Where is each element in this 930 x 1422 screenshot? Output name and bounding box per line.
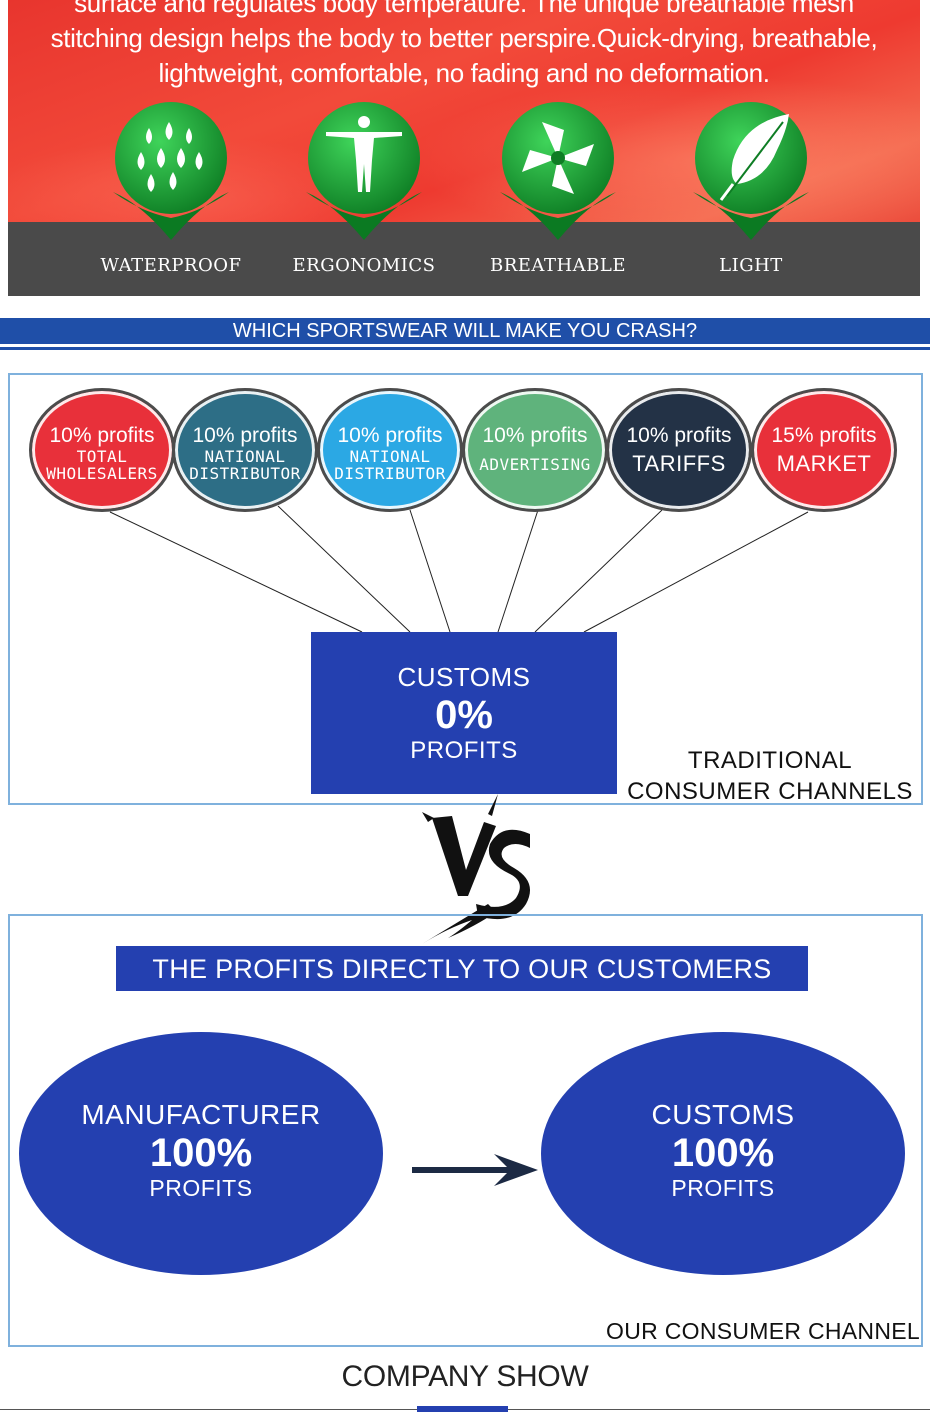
feature-label: WATERPROOF [100, 255, 242, 276]
trad-label-line: TRADITIONAL [687, 747, 853, 774]
feature-waterproof: WATERPROOF [101, 100, 241, 290]
customs-zero-profit-box: CUSTOMS 0% PROFITS [311, 632, 617, 794]
our-channel-label: OUR CONSUMER CHANNEL [606, 1318, 920, 1344]
circle-national-distributor-2: 10% profits NATIONAL DISTRIBUTOR [317, 388, 463, 512]
circle-name: DISTRIBUTOR [189, 464, 301, 483]
circle-tariffs: 10% profits TARIFFS [606, 388, 752, 512]
circle-name: MARKET [776, 451, 872, 476]
banner-line: surface and regulates body temperature. … [74, 0, 854, 18]
circle-profit: 10% profits [626, 424, 732, 447]
circle-name: TOTAL [76, 447, 128, 466]
customs-profits-label: PROFITS [671, 1175, 775, 1201]
banner-description: surface and regulates body temperature. … [8, 0, 920, 91]
feature-light: LIGHT [691, 100, 811, 290]
circle-name: NATIONAL [349, 447, 431, 466]
manufacturer-profits-label: PROFITS [149, 1175, 253, 1201]
customs-percent: 0% [435, 693, 493, 737]
feature-breathable: BREATHABLE [490, 100, 625, 290]
section-title-bar: WHICH SPORTSWEAR WILL MAKE YOU CRASH? [0, 318, 930, 344]
water-drops-icon [113, 102, 229, 240]
feather-icon [693, 102, 809, 240]
banner-line: stitching design helps the body to bette… [50, 23, 878, 53]
feature-strip [8, 222, 920, 296]
circle-name: TARIFFS [632, 451, 726, 476]
customs-label: CUSTOMS [397, 662, 531, 692]
customs-profits-label: PROFITS [410, 737, 518, 764]
customs-ellipse: CUSTOMS 100% PROFITS [541, 1032, 905, 1275]
circle-market: 15% profits MARKET [751, 388, 897, 512]
circle-advertising: 10% profits ADVERTISING [462, 388, 608, 512]
arrow-right-icon [412, 1154, 538, 1186]
customs-label: CUSTOMS [651, 1099, 795, 1130]
traditional-channel-box [8, 373, 923, 805]
circle-total-wholesalers: 10% profits TOTAL WHOLESALERS [29, 388, 175, 512]
feature-label: BREATHABLE [490, 255, 626, 276]
airflow-icon [500, 102, 616, 240]
our-channel-header: THE PROFITS DIRECTLY TO OUR CUSTOMERS [116, 946, 808, 991]
feature-label: LIGHT [719, 255, 783, 276]
manufacturer-ellipse: MANUFACTURER 100% PROFITS [19, 1032, 383, 1275]
traditional-channel-label: TRADITIONAL CONSUMER CHANNELS [620, 745, 920, 807]
circle-name: NATIONAL [204, 447, 286, 466]
feature-label: ERGONOMICS [292, 255, 436, 276]
company-show-accent [417, 1406, 508, 1412]
title-rule [0, 347, 930, 350]
manufacturer-label: MANUFACTURER [81, 1099, 321, 1130]
company-show-title: COMPANY SHOW [341, 1360, 589, 1393]
customs-percent: 100% [671, 1131, 775, 1175]
feature-ergonomics: ERGONOMICS [293, 100, 435, 290]
circle-name: ADVERTISING [479, 455, 591, 474]
circle-profit: 10% profits [192, 424, 298, 447]
circle-profit: 10% profits [337, 424, 443, 447]
circle-name: DISTRIBUTOR [334, 464, 446, 483]
fabric-banner: surface and regulates body temperature. … [8, 0, 920, 296]
trad-label-line: CONSUMER CHANNELS [627, 778, 913, 805]
circle-profit: 10% profits [49, 424, 155, 447]
circle-profit: 15% profits [771, 424, 877, 447]
our-channel-box [8, 914, 923, 1347]
circle-name: WHOLESALERS [46, 464, 158, 483]
circle-national-distributor-1: 10% profits NATIONAL DISTRIBUTOR [172, 388, 318, 512]
banner-line: lightweight, comfortable, no fading and … [158, 58, 770, 88]
human-figure-icon [306, 102, 422, 240]
manufacturer-percent: 100% [149, 1131, 253, 1175]
circle-profit: 10% profits [482, 424, 588, 447]
